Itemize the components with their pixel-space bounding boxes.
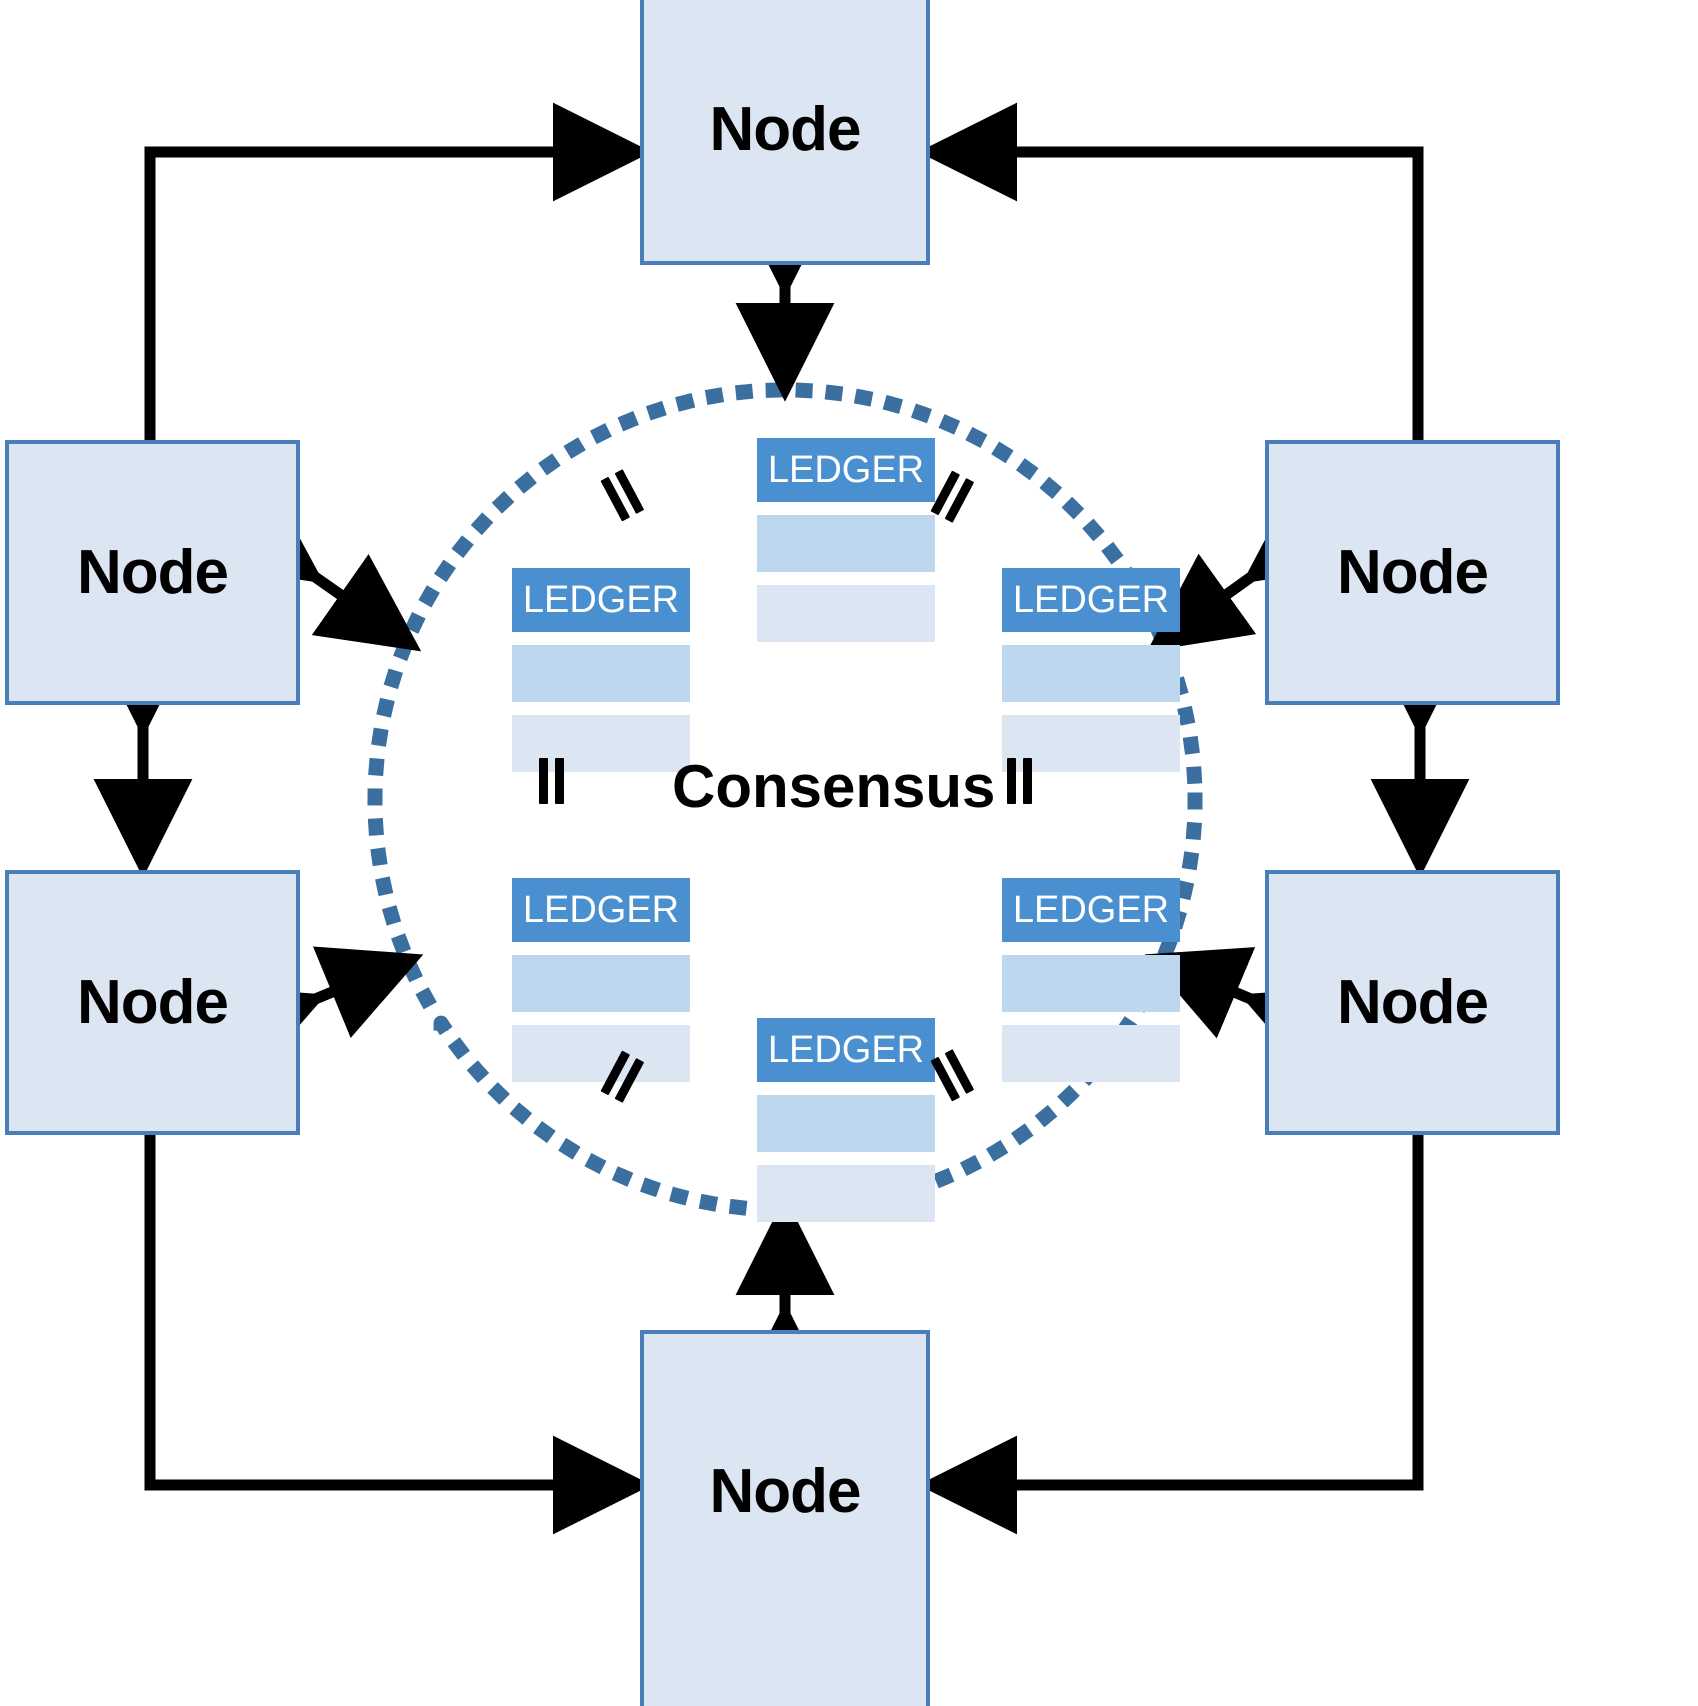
ledger-lower-right-row-1 bbox=[1002, 955, 1180, 1012]
ledger-upper-right[interactable]: LEDGER bbox=[1002, 568, 1180, 772]
node-bottom-label: Node bbox=[709, 1456, 862, 1526]
ledger-top-header: LEDGER bbox=[757, 438, 935, 502]
equals-icon-mid-right bbox=[995, 758, 1041, 804]
ledger-upper-right-row-1 bbox=[1002, 645, 1180, 702]
ledger-upper-right-header: LEDGER bbox=[1002, 568, 1180, 632]
node-right-upper[interactable]: Node bbox=[1265, 440, 1560, 705]
node-bottom[interactable]: Node bbox=[640, 1330, 930, 1706]
arrow-rightupper-to-top bbox=[918, 102, 1424, 440]
node-top[interactable]: Node bbox=[640, 0, 930, 265]
node-left-upper-label: Node bbox=[77, 538, 229, 607]
node-right-lower-label: Node bbox=[1337, 968, 1489, 1037]
ledger-top-row-2 bbox=[757, 585, 935, 642]
ledger-lower-right[interactable]: LEDGER bbox=[1002, 878, 1180, 1082]
ledger-bottom[interactable]: LEDGER bbox=[757, 1018, 935, 1222]
ledger-lower-left-row-1 bbox=[512, 955, 690, 1012]
ledger-bottom-row-2 bbox=[757, 1165, 935, 1222]
ledger-upper-left[interactable]: LEDGER bbox=[512, 568, 690, 772]
ledger-lower-left[interactable]: LEDGER bbox=[512, 878, 690, 1082]
ledger-bottom-row-1 bbox=[757, 1095, 935, 1152]
ledger-lower-right-row-2 bbox=[1002, 1025, 1180, 1082]
node-right-lower[interactable]: Node bbox=[1265, 870, 1560, 1135]
ledger-lower-right-header: LEDGER bbox=[1002, 878, 1180, 942]
ledger-upper-left-row-1 bbox=[512, 645, 690, 702]
equals-icon-mid-left bbox=[527, 758, 573, 804]
ledger-top-row-1 bbox=[757, 515, 935, 572]
node-left-lower-label: Node bbox=[77, 968, 229, 1037]
node-left-upper[interactable]: Node bbox=[5, 440, 300, 705]
ledger-lower-left-header: LEDGER bbox=[512, 878, 690, 942]
node-right-upper-label: Node bbox=[1337, 538, 1489, 607]
arrow-rightlower-to-bottom bbox=[918, 1135, 1424, 1535]
arrow-leftlower-to-bottom bbox=[144, 1135, 652, 1535]
arrow-leftupper-to-top bbox=[144, 102, 652, 440]
ledger-bottom-header: LEDGER bbox=[757, 1018, 935, 1082]
arrow-leftlower-consensus bbox=[215, 946, 424, 1078]
node-left-lower[interactable]: Node bbox=[5, 870, 300, 1135]
node-top-label: Node bbox=[709, 95, 862, 164]
ledger-lower-left-row-2 bbox=[512, 1025, 690, 1082]
equals-icon-top-left bbox=[590, 465, 652, 527]
ledger-upper-left-header: LEDGER bbox=[512, 568, 690, 632]
consensus-label: Consensus bbox=[672, 753, 996, 820]
ledger-top[interactable]: LEDGER bbox=[757, 438, 935, 642]
arrow-leftupper-consensus bbox=[214, 486, 422, 652]
